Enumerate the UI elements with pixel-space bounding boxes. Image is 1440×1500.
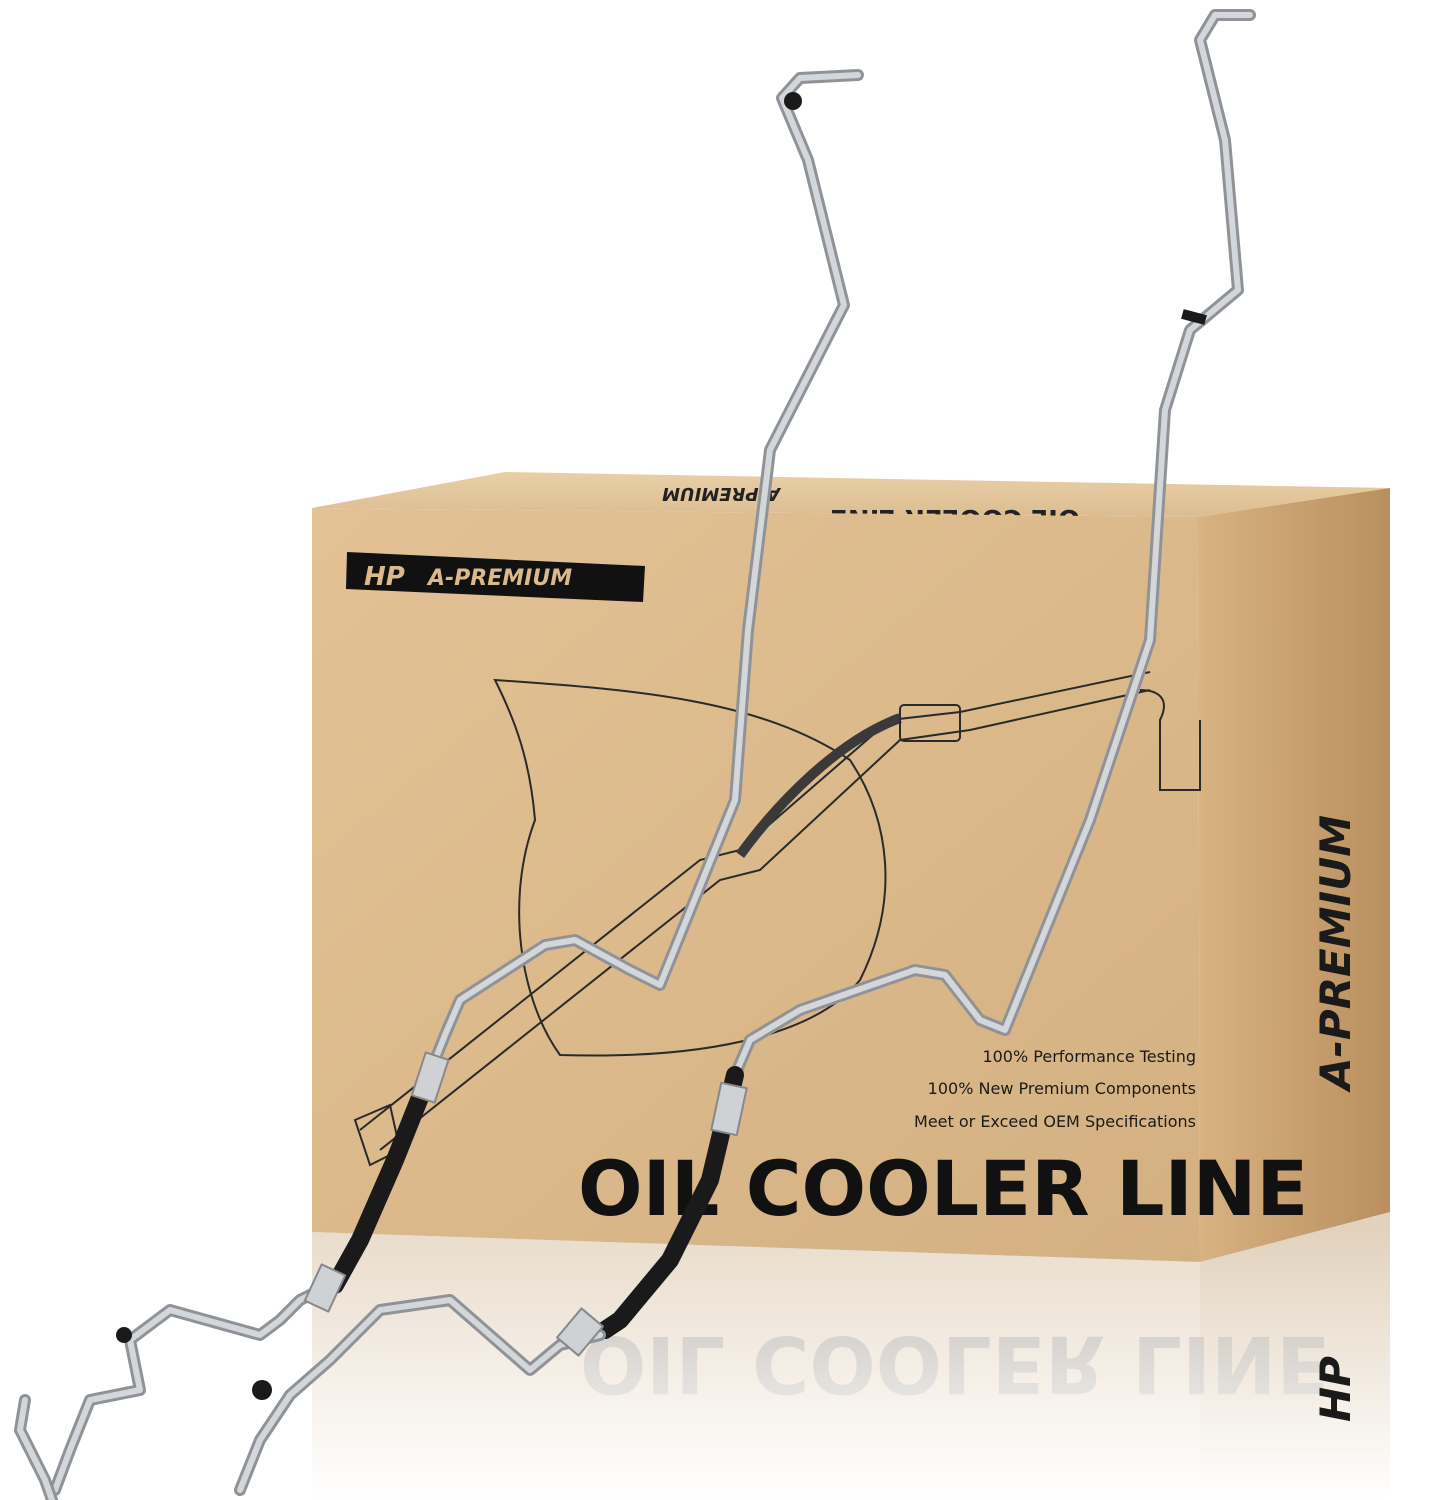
feature-line: Meet or Exceed OEM Specifications <box>914 1112 1196 1131</box>
top-flap-brand: A-PREMIUM <box>662 483 782 504</box>
brand-name: A-PREMIUM <box>426 566 572 591</box>
side-brand-mark: HP <box>1311 1356 1360 1422</box>
feature-line: 100% New Premium Components <box>928 1079 1196 1098</box>
brand-mark: HP <box>364 562 405 592</box>
box-front <box>312 508 1200 1262</box>
box-reflection: OIL COOLER LINE <box>300 1212 1440 1500</box>
feature-line: 100% Performance Testing <box>982 1047 1196 1066</box>
box-side <box>1198 488 1390 1262</box>
cooler-line-2 <box>234 9 1256 1496</box>
brand-logo: HP A-PREMIUM <box>346 552 645 602</box>
box-top <box>312 472 1390 517</box>
side-brand: A-PREMIUM <box>1311 815 1360 1093</box>
cooler-line-1 <box>14 69 864 1500</box>
